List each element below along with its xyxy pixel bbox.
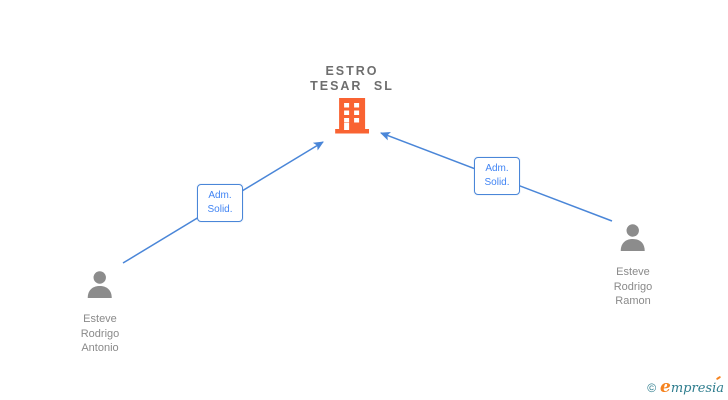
empresia-logo[interactable]: © e mpresia	[647, 375, 724, 397]
relationship-label-line1: Adm.	[485, 163, 509, 174]
person-name-line2: Rodrigo	[80, 327, 120, 340]
relationship-label-line2: Solid.	[484, 177, 510, 188]
company-node[interactable]: ESTRO TESAR SL	[310, 64, 394, 139]
person-name: Esteve Rodrigo Ramon	[614, 265, 653, 309]
relationship-label-line1: Adm.	[208, 190, 232, 201]
company-name: ESTRO TESAR SL	[310, 64, 394, 94]
logo-text-rest: mpresia	[670, 381, 724, 396]
relationship-label-ramon: Adm. Solid.	[474, 157, 520, 195]
person-name-line3: Antonio	[81, 342, 119, 354]
logo-initial: e	[660, 377, 671, 397]
person-icon	[86, 271, 114, 302]
person-name-line3: Ramon	[615, 295, 651, 307]
relationship-label-antonio: Adm. Solid.	[197, 184, 243, 222]
person-icon	[619, 224, 647, 255]
copyright-icon: ©	[647, 381, 657, 395]
person-name-line1: Esteve	[83, 313, 117, 325]
person-node-ramon[interactable]: Esteve Rodrigo Ramon	[614, 224, 653, 309]
person-node-antonio[interactable]: Esteve Rodrigo Antonio	[81, 271, 120, 356]
relationship-label-line2: Solid.	[207, 204, 233, 215]
person-name-line1: Esteve	[616, 266, 650, 278]
person-name-line2: Rodrigo	[613, 280, 653, 293]
person-name: Esteve Rodrigo Antonio	[81, 312, 120, 356]
company-name-line2: TESAR SL	[310, 79, 394, 93]
building-icon	[310, 97, 394, 139]
company-name-line1: ESTRO	[325, 64, 379, 78]
logo-text: mpresia	[670, 375, 724, 396]
